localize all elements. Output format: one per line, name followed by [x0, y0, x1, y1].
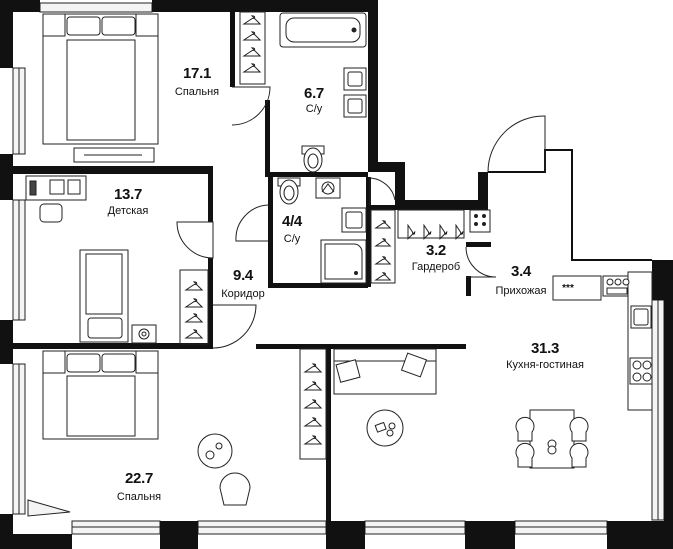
room-name-hallway: Прихожая [495, 285, 547, 297]
dining-table [529, 409, 575, 469]
room-name-bathroom-2: С/у [283, 233, 301, 245]
hanger-icon [303, 363, 323, 373]
room-name-corridor: Коридор [221, 288, 265, 300]
hangers [184, 15, 464, 445]
door-kids [176, 221, 214, 259]
room-area-corridor: 9.4 [233, 267, 253, 284]
hanger-icon [374, 256, 392, 265]
hanger-icon [303, 435, 323, 445]
wardrobe-bedroom1 [239, 11, 266, 85]
hanger-icon [242, 15, 262, 25]
kids-furniture [25, 175, 157, 344]
room-name-wardrobe: Гардероб [411, 261, 461, 273]
desk-chair [39, 203, 63, 223]
door-hallway-closet [465, 246, 497, 278]
hanger-icon [242, 31, 262, 41]
bedroom2-furniture [27, 350, 251, 517]
hanger-icon [184, 329, 204, 339]
wardrobe-dressing-2 [397, 209, 465, 239]
cushion [400, 352, 428, 378]
hanger-icon [184, 281, 204, 291]
pillow [101, 16, 136, 36]
room-area-bedroom-1: 17.1 [183, 65, 211, 82]
bathroom1-fixtures [279, 12, 367, 173]
window-top [39, 2, 153, 13]
door-wardrobe [369, 177, 396, 205]
chair-bedroom2 [219, 472, 251, 506]
dining-chair [569, 416, 589, 442]
room-name-bedroom-1: Спальня [174, 86, 220, 98]
hanger-icon [407, 223, 416, 240]
table-bedroom2 [197, 433, 233, 469]
pillow [87, 317, 123, 339]
room-area-bathroom-2: 4/4 [282, 213, 302, 230]
pillow [66, 16, 101, 36]
room-area-hallway: 3.4 [511, 263, 531, 280]
hallway-panel-marks: *** [562, 283, 574, 294]
room-area-bedroom-2: 22.7 [125, 470, 153, 487]
hanger-icon [184, 298, 204, 308]
interior-walls [13, 12, 491, 521]
wardrobe-kids [179, 269, 209, 345]
room-name-bedroom-2: Спальня [116, 491, 162, 503]
dining-chair [515, 442, 535, 468]
door-bedroom2 [212, 304, 257, 349]
room-area-kids-room: 13.7 [114, 186, 142, 203]
door-bedroom1 [231, 86, 271, 126]
wardrobes [179, 11, 465, 460]
living-furniture [333, 209, 653, 469]
room-name-kitchen-living: Кухня-гостиная [506, 359, 584, 371]
hanger-icon [423, 223, 432, 240]
hanger-icon [242, 47, 262, 57]
dining-chair [515, 416, 535, 442]
hanger-icon [242, 63, 262, 73]
doors [176, 86, 546, 349]
hanger-icon [303, 399, 323, 409]
bathtub-inner [285, 17, 361, 43]
room-area-bathroom-1: 6.7 [304, 85, 324, 102]
electrical-panel [469, 209, 491, 233]
room-area-kitchen-living: 31.3 [531, 340, 559, 357]
outer-thin-walls [488, 149, 652, 261]
room-name-bathroom-1: С/у [305, 103, 323, 115]
hanger-icon [374, 220, 392, 229]
entrance-door [487, 115, 546, 173]
window-mullions [18, 68, 659, 528]
hallway-panel [552, 275, 602, 301]
hanger-icon [374, 272, 392, 281]
hanger-icon [184, 313, 204, 323]
hanger-icon [455, 223, 464, 240]
hanger-icon [374, 238, 392, 247]
bathroom2-fixtures [277, 177, 367, 284]
hanger-icon [303, 417, 323, 427]
cushion [335, 359, 361, 383]
room-name-kids-room: Детская [107, 205, 149, 217]
hanger-icon [303, 381, 323, 391]
hanger-icon [439, 223, 448, 240]
pillow [101, 353, 136, 373]
dining-chair [569, 442, 589, 468]
pillow [66, 353, 101, 373]
kitchen-counter [627, 271, 653, 411]
door-bathroom2 [235, 204, 269, 242]
room-area-wardrobe: 3.2 [426, 242, 446, 259]
wardrobe-dressing-1 [370, 209, 396, 284]
bedroom1-furniture [42, 13, 159, 163]
wardrobe-bedroom2 [299, 348, 327, 460]
